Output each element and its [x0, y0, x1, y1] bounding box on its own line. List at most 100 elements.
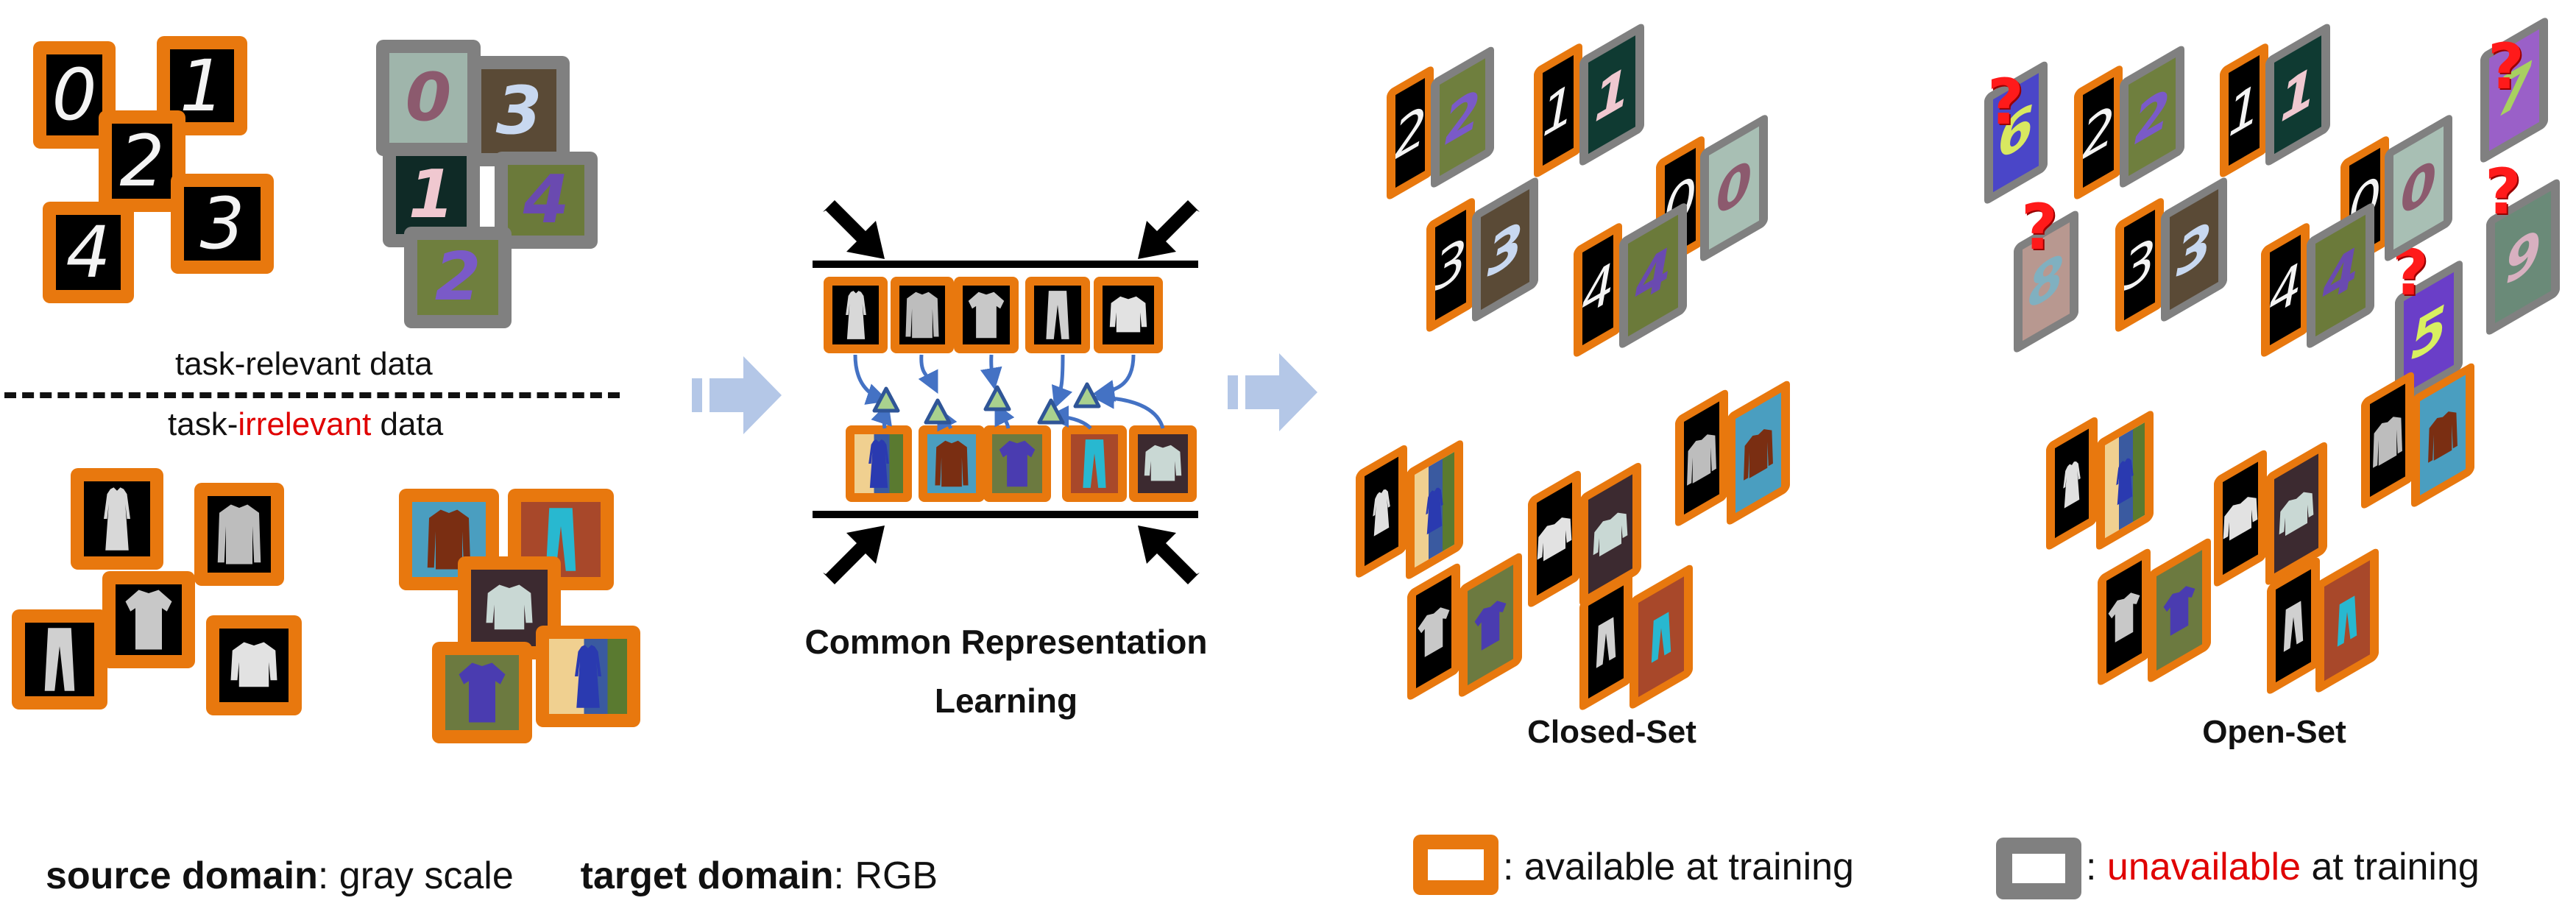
center-target-card-trouser [1062, 425, 1127, 502]
source-fashion-card-trouser [12, 609, 107, 710]
dress-icon [562, 643, 614, 710]
link-arrow [853, 354, 889, 405]
digit: 1 [2227, 71, 2261, 150]
digit: 1 [179, 44, 225, 127]
digit: 0 [2400, 147, 2437, 229]
skewed-source-digit-card: 4 [1574, 220, 1622, 359]
digit: 3 [1434, 225, 1468, 305]
skewed-target-fashion-card [2315, 546, 2379, 695]
center-source-card-shirt [891, 277, 954, 353]
skewed-target-digit-card: 3 [1472, 175, 1538, 324]
task-divider-dashed-line [4, 392, 620, 398]
center-target-card-tshirt [983, 425, 1051, 502]
source-digit-card: 3 [171, 174, 274, 274]
legend-unavailable-label: : unavailable at training [2086, 845, 2480, 889]
dress-icon [1418, 475, 1451, 545]
skewed-target-digit-card: 0 [2385, 112, 2452, 263]
flow-arrow-icon [692, 356, 782, 434]
trouser-icon [1590, 607, 1622, 677]
dress-icon [2109, 445, 2141, 515]
legend-unavailable-suffix: at training [2301, 846, 2480, 888]
digit: 2 [2134, 76, 2170, 158]
unknown-question-mark-icon: ? [2488, 30, 2524, 104]
source-fashion-card-pullover [206, 615, 302, 715]
target-digit-card: 2 [404, 227, 512, 328]
digit: 0 [405, 59, 452, 136]
shirt-icon [2426, 400, 2460, 471]
anchor-triangle-icon [924, 398, 952, 425]
pullover-icon [1592, 498, 1629, 570]
center-source-card-pullover [1094, 277, 1163, 353]
flow-arrow-icon [1228, 353, 1317, 431]
skewed-target-fashion-card [2096, 408, 2154, 552]
source-domain-value: : gray scale [317, 854, 514, 897]
center-target-card-pullover [1129, 425, 1197, 502]
trouser-icon [1038, 289, 1077, 342]
link-arrow [1092, 354, 1136, 402]
task-irrelevant-suffix: data [371, 406, 444, 442]
unknown-question-mark-icon: ? [1987, 66, 2024, 139]
legend-available-label: : available at training [1503, 846, 1854, 888]
skewed-source-digit-card: 3 [2115, 195, 2164, 334]
skewed-source-fashion-card [1407, 561, 1460, 702]
source-fashion-card-shirt [194, 483, 284, 586]
center-source-card-dress [824, 277, 888, 353]
digit: 2 [2081, 93, 2115, 172]
digit: 4 [1581, 250, 1615, 330]
link-arrow [918, 354, 938, 394]
open-set-label: Open-Set [2202, 714, 2346, 750]
shirt-icon [1741, 417, 1775, 489]
skewed-target-fashion-card [1406, 437, 1463, 581]
trouser-icon [2277, 591, 2310, 661]
skewed-target-digit-card: 0 [1700, 112, 1768, 263]
digit: 2 [1444, 77, 1481, 158]
digit: 1 [1593, 54, 1630, 135]
anchor-triangle-icon [1037, 398, 1065, 425]
skewed-source-digit-card: 2 [1387, 64, 1434, 202]
trouser-icon [34, 626, 85, 693]
digit: 2 [1393, 93, 1427, 173]
digit: 4 [2268, 250, 2302, 330]
target-fashion-card-dress [536, 626, 640, 727]
task-relevant-label: task-relevant data [175, 346, 433, 382]
trouser-icon [2331, 585, 2363, 655]
skewed-target-fashion-card [1630, 562, 1693, 711]
pullover-icon [2278, 477, 2315, 550]
digit: 0 [1716, 147, 1752, 229]
center-target-card-dress [846, 425, 912, 502]
shirt-icon [903, 289, 941, 342]
center-target-card-shirt [919, 425, 985, 502]
digit: 1 [1541, 71, 1575, 150]
center-source-card-tshirt [954, 277, 1019, 353]
pullover-icon [2222, 482, 2259, 555]
task-irrelevant-highlight: irrelevant [238, 406, 372, 442]
legend-unavailable-highlight: unavailable [2106, 846, 2301, 888]
tshirt-icon [967, 289, 1005, 342]
dress-icon [1365, 476, 1398, 546]
digit: 3 [495, 72, 542, 149]
alignment-links [853, 354, 1165, 432]
skewed-source-fashion-card [2361, 369, 2414, 511]
digit: 1 [408, 156, 455, 233]
legend-available-swatch [1413, 835, 1498, 895]
center-source-card-trouser [1025, 277, 1090, 353]
link-arrow [980, 354, 1002, 390]
tshirt-icon [123, 587, 174, 653]
digit: 9 [2505, 216, 2541, 298]
target-domain-value: : RGB [833, 854, 938, 897]
source-digit-card: 0 [33, 41, 116, 149]
skewed-source-digit-card: 1 [2220, 40, 2268, 180]
dress-icon [91, 486, 143, 552]
legend-unavailable-swatch [1996, 838, 2081, 899]
digit: 3 [199, 183, 245, 265]
unknown-question-mark-icon: ? [2485, 155, 2522, 229]
target-domain-label: target domain [580, 854, 834, 897]
digit: 4 [2322, 235, 2359, 316]
digit: 2 [119, 120, 165, 202]
tshirt-icon [2107, 581, 2141, 653]
target-digit-card: 0 [376, 40, 481, 156]
digit: 4 [1635, 235, 1671, 316]
pullover-icon [1107, 289, 1150, 342]
skewed-source-fashion-card [1528, 468, 1581, 609]
skewed-target-digit-card: 4 [1619, 200, 1687, 350]
